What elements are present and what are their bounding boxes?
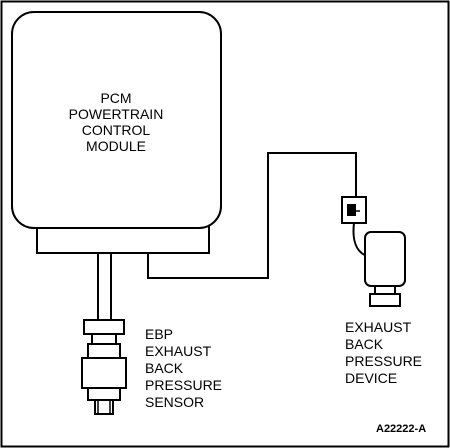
vacuum-hose <box>147 152 357 279</box>
sensor-connector <box>83 319 125 335</box>
sensor-harness <box>97 253 112 322</box>
pcm-label-line-4: MODULE <box>86 138 146 154</box>
device-label-line-3: PRESSURE <box>345 353 422 369</box>
pcm-label-line-2: POWERTRAIN <box>69 106 164 122</box>
device-label-line-4: DEVICE <box>345 370 397 386</box>
sensor-label-line-2: EXHAUST <box>145 343 212 359</box>
sensor-label-line-1: EBP <box>145 326 173 342</box>
device-port <box>369 293 401 307</box>
figure-id: A22222-A <box>376 423 426 435</box>
exhaust-back-pressure-device <box>341 196 406 307</box>
device-label-line-1: EXHAUST <box>345 319 412 335</box>
pcm-label-line-3: CONTROL <box>82 122 151 138</box>
sensor-label-line-5: SENSOR <box>145 394 204 410</box>
device-label: EXHAUST BACK PRESSURE DEVICE <box>345 319 422 386</box>
sensor-label-line-4: PRESSURE <box>145 377 222 393</box>
sensor-label-line-3: BACK <box>145 360 184 376</box>
ebp-sensor <box>81 319 127 415</box>
pcm-label-line-1: PCM <box>100 90 131 106</box>
device-label-line-2: BACK <box>345 336 384 352</box>
sensor-tip <box>94 399 114 415</box>
pcm-module: PCM POWERTRAIN CONTROL MODULE <box>11 11 222 254</box>
sensor-label: EBP EXHAUST BACK PRESSURE SENSOR <box>145 326 222 410</box>
device-body <box>364 231 406 287</box>
sensor-body <box>81 357 127 389</box>
pcm-housing <box>11 11 222 229</box>
